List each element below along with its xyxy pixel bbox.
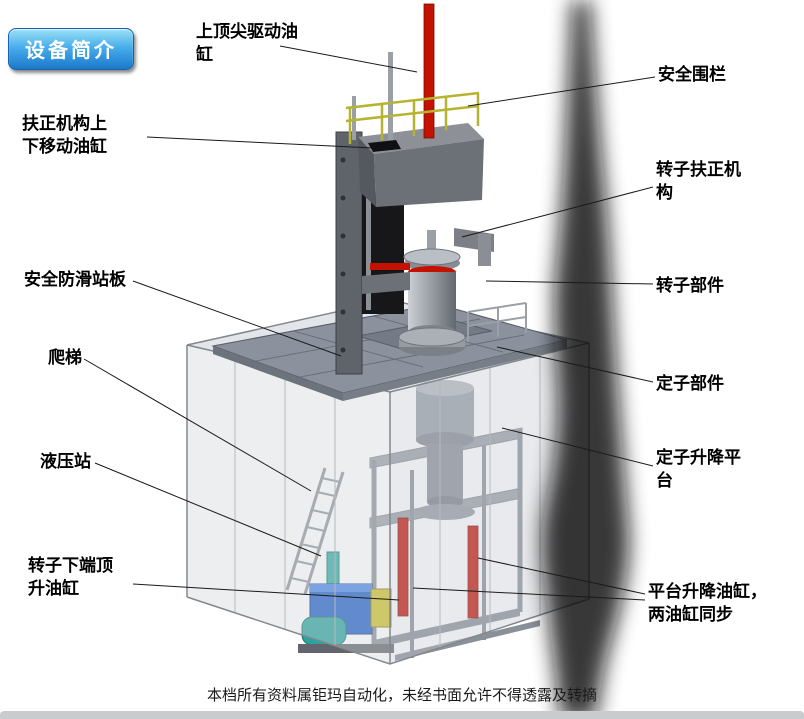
upper-machine [335,3,527,375]
label-rotor-component: 转子部件 [656,276,724,295]
title-badge: 设备简介 [8,28,134,70]
platform-lift-cylinders-graphic [397,517,479,619]
safety-fence-graphic [345,91,480,144]
ladder-graphic [285,467,345,595]
label-stator-component: 定子部件 [656,374,724,393]
rotor-assembly-graphic [398,230,466,356]
label-ladder: 爬梯 [48,348,82,367]
footer-note: 本档所有资料属钜玛自动化，未经书面允许不得透露及转摘 [206,688,597,704]
label-rotor-bottom-jack-cylinder: 转子下端顶 升油缸 [28,556,113,599]
label-rotor-centering-mechanism: 转子扶正机 构 [656,160,741,203]
label-anti-slip-platform: 安全防滑站板 [24,270,126,289]
label-stator-lift-platform: 定子升降平 台 [656,448,741,491]
shadow-streak [542,0,630,719]
bottom-edge-strip [0,711,804,719]
leader-lines [83,45,656,601]
label-top-center-drive-cylinder: 上顶尖驱动油 缸 [196,22,298,65]
label-safety-fence: 安全围栏 [658,65,726,84]
enclosure-walls [186,299,590,665]
main-column [335,131,363,375]
label-platform-lift-cylinders: 平台升降油缸， 两油缸同步 [648,582,767,625]
top-drive-cylinder-graphic [423,3,435,139]
side-rail-graphic [467,302,527,342]
label-hydraulic-station: 液压站 [40,452,91,471]
stator-assembly-graphic [415,380,475,520]
label-centering-updown-cylinder: 扶正机构上 下移动油缸 [22,114,107,157]
